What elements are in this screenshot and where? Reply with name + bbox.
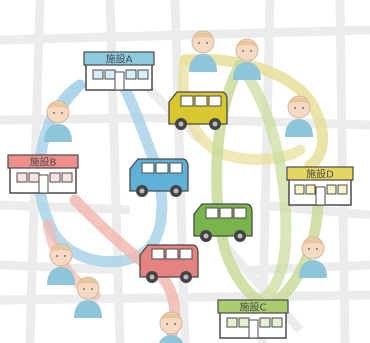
- route-green-2: [234, 59, 292, 306]
- person-icon: [188, 30, 218, 73]
- map-road: [0, 113, 151, 125]
- van-yellow-icon: [168, 91, 228, 130]
- van-green-icon: [193, 203, 253, 242]
- route-green-3: [266, 199, 324, 311]
- facility-b: 施設B: [7, 154, 79, 194]
- map-road: [0, 200, 131, 215]
- facility-d-label: 施設D: [306, 168, 334, 181]
- van-blue-icon: [129, 158, 189, 197]
- van-red-icon: [139, 244, 199, 283]
- map-road: [0, 25, 370, 45]
- map-road: [0, 290, 370, 305]
- route-yellow: [179, 53, 329, 171]
- facility-a: 施設A: [83, 51, 155, 91]
- facility-c-label: 施設C: [240, 301, 267, 314]
- facility-d: 施設D: [286, 166, 354, 206]
- facility-b-label: 施設B: [30, 156, 57, 169]
- facility-a-label: 施設A: [106, 53, 133, 66]
- person-icon: [284, 95, 314, 138]
- facility-c: 施設C: [217, 299, 289, 339]
